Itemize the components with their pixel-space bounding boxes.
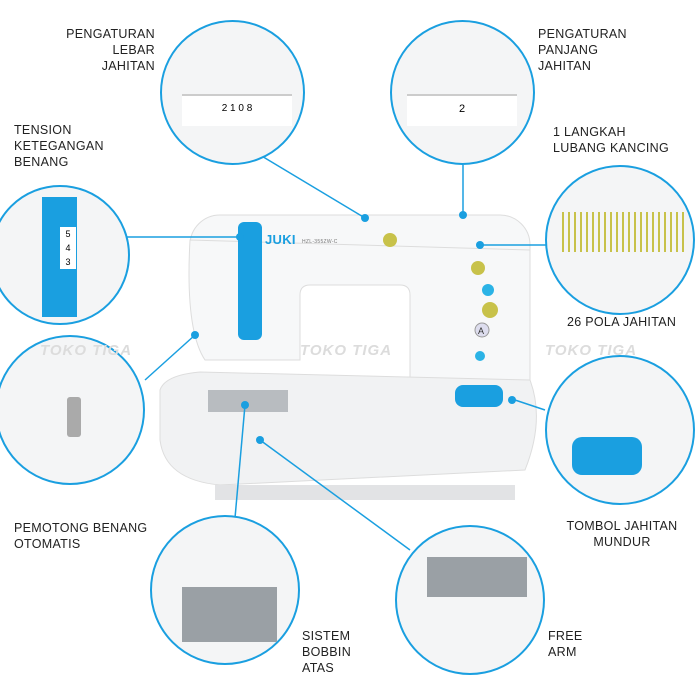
label-stitch-length: PENGATURAN PANJANG JAHITAN [538, 27, 627, 73]
stitch-length-dial-closeup: 2 [390, 20, 535, 165]
label-reverse: TOMBOL JAHITAN MUNDUR [566, 519, 678, 549]
label-free-arm: FREE ARM [548, 629, 583, 659]
watermark: TOKO TIGA [40, 342, 133, 359]
tension-number: 3 [65, 257, 71, 267]
label-tension: TENSION KETEGANGAN BENANG [14, 123, 104, 169]
tension-number: 4 [65, 243, 71, 253]
watermark: TOKO TIGA [300, 342, 393, 359]
stitch-width-dial-closeup: 2 1 0 8 [160, 20, 305, 165]
free-arm-closeup [395, 525, 545, 675]
label-bobbin: SISTEM BOBBIN ATAS [302, 629, 352, 675]
watermark: TOKO TIGA [545, 342, 638, 359]
brand-logo: JUKI [265, 232, 296, 247]
thread-cutter-closeup [0, 335, 145, 485]
width-dial: 2 1 0 8 [182, 94, 292, 126]
label-stitch-width: PENGATURAN LEBAR JAHITAN [66, 27, 155, 73]
reverse-button-closeup [545, 355, 695, 505]
tension-scale: 5 4 3 [60, 227, 76, 269]
label-thread-cutter: PEMOTONG BENANG OTOMATIS [14, 521, 148, 551]
tension-number: 5 [65, 229, 71, 239]
bobbin-closeup [150, 515, 300, 665]
pattern-a-button: A [478, 326, 484, 336]
label-buttonhole: 1 LANGKAH LUBANG KANCING [553, 125, 670, 155]
length-dial: 2 [407, 94, 517, 126]
stitch-patterns-closeup [545, 165, 695, 315]
tension-closeup: 5 4 3 [0, 185, 130, 325]
model-number: HZL-355ZW-C [302, 239, 338, 245]
label-patterns: 26 POLA JAHITAN [567, 315, 677, 329]
